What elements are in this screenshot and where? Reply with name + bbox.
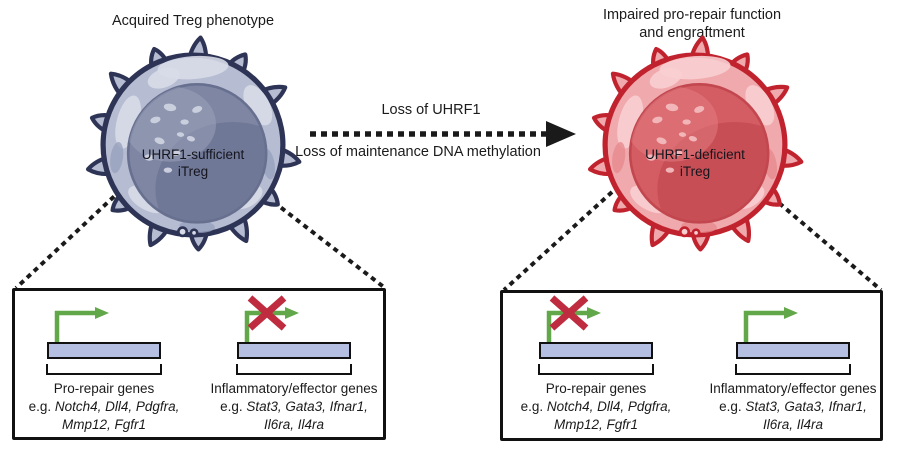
gene-examples-line1: e.g. Stat3, Gata3, Ifnar1, bbox=[719, 399, 867, 414]
repression-x-icon bbox=[247, 295, 287, 331]
gene-group-bracket bbox=[735, 364, 851, 375]
gene-examples-line2: Il6ra, Il4ra bbox=[762, 417, 824, 432]
promoter-arrow-icon bbox=[54, 307, 109, 342]
left-cell-label-line1: UHRF1-sufficient bbox=[141, 147, 245, 162]
right-cell-title-line1: Impaired pro-repair function bbox=[602, 7, 782, 23]
gene-body-rect bbox=[539, 342, 653, 359]
gene-group-bracket bbox=[236, 364, 352, 375]
uhrf1-sufficient-itreg-cell: UHRF1-sufficient iTreg bbox=[78, 30, 308, 260]
gene-examples-line2: Mmp12, Fgfr1 bbox=[553, 417, 639, 432]
gene-caption: Inflammatory/effector genes e.g. Stat3, … bbox=[189, 380, 399, 434]
gene-group-bracket bbox=[46, 364, 162, 375]
promoter-arrow-icon bbox=[546, 307, 601, 342]
right-cell-title: Impaired pro-repair function and engraft… bbox=[603, 7, 781, 42]
transition-label-bottom: Loss of maintenance DNA methylation bbox=[295, 144, 541, 160]
left-cell-label-line2: iTreg bbox=[177, 164, 209, 179]
gene-examples-line1: e.g. Stat3, Gata3, Ifnar1, bbox=[220, 399, 368, 414]
gene-group-title: Inflammatory/effector genes bbox=[210, 381, 378, 396]
left-cell-title: Acquired Treg phenotype bbox=[111, 13, 275, 29]
gene-group-title: Pro-repair genes bbox=[545, 381, 647, 396]
right-cell-title-line2: and engraftment bbox=[639, 24, 745, 41]
gene-group-title: Pro-repair genes bbox=[53, 381, 155, 396]
gene-examples-line2: Il6ra, Il4ra bbox=[263, 417, 325, 432]
gray-cell-illustration-icon bbox=[85, 35, 302, 252]
right-gene-panel: Pro-repair genes e.g. Notch4, Dll4, Pdgf… bbox=[500, 290, 883, 441]
gene-body-rect bbox=[237, 342, 351, 359]
right-cell-label: UHRF1-deficient iTreg bbox=[645, 146, 745, 180]
promoter-arrow-icon bbox=[244, 307, 299, 342]
left-gene-panel: Pro-repair genes e.g. Notch4, Dll4, Pdgf… bbox=[12, 288, 386, 440]
gene-caption: Pro-repair genes e.g. Notch4, Dll4, Pdgf… bbox=[0, 380, 209, 434]
gene-body-rect bbox=[47, 342, 161, 359]
gene-body-rect bbox=[736, 342, 850, 359]
gene-examples-line1: e.g. Notch4, Dll4, Pdgfra, bbox=[28, 399, 180, 414]
gene-caption: Pro-repair genes e.g. Notch4, Dll4, Pdgf… bbox=[491, 380, 701, 434]
gene-examples-line1: e.g. Notch4, Dll4, Pdgfra, bbox=[520, 399, 672, 414]
transition-arrowhead-icon bbox=[546, 121, 576, 147]
transition-label-top: Loss of UHRF1 bbox=[381, 102, 481, 118]
repression-x-icon bbox=[549, 295, 589, 331]
gene-examples-line2: Mmp12, Fgfr1 bbox=[61, 417, 147, 432]
left-cell-label: UHRF1-sufficient iTreg bbox=[142, 146, 245, 180]
right-cell-label-line2: iTreg bbox=[679, 164, 711, 179]
right-cell-label-line1: UHRF1-deficient bbox=[645, 147, 745, 162]
gene-caption: Inflammatory/effector genes e.g. Stat3, … bbox=[688, 380, 898, 434]
promoter-arrow-icon bbox=[743, 307, 798, 342]
red-cell-illustration-icon bbox=[587, 35, 804, 252]
uhrf1-deficient-itreg-cell: UHRF1-deficient iTreg bbox=[580, 30, 810, 260]
gene-group-title: Inflammatory/effector genes bbox=[709, 381, 877, 396]
gene-group-bracket bbox=[538, 364, 654, 375]
